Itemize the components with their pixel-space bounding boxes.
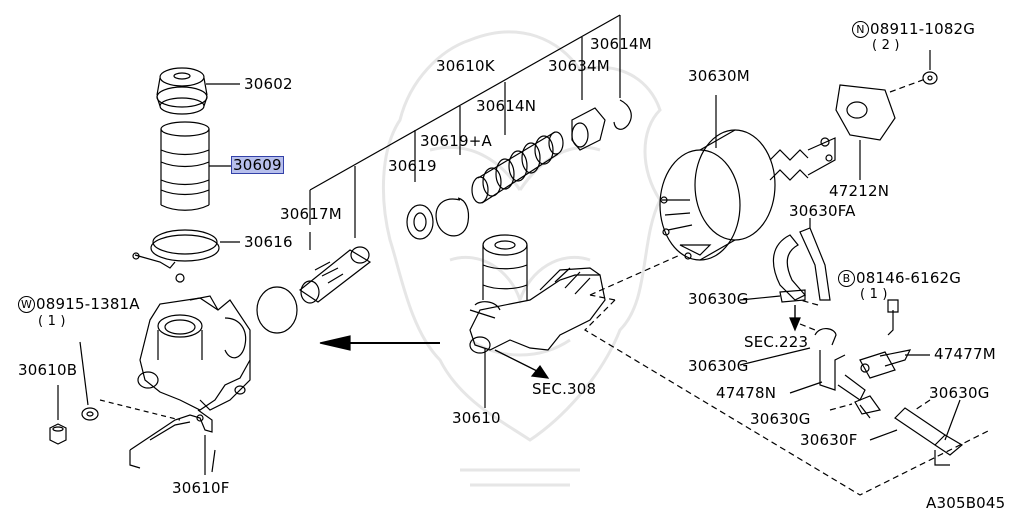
hoses-right: [772, 227, 964, 466]
label-30630G-d: 30630G: [929, 384, 990, 402]
boot-30614N: [471, 131, 564, 204]
label-08146-code: 08146-6162G: [856, 269, 962, 287]
label-30616: 30616: [244, 233, 293, 251]
washer-30619: [406, 204, 434, 240]
label-30630G-c: 30630G: [750, 410, 811, 428]
direction-arrow: [319, 335, 440, 351]
label-30630F: 30630F: [800, 431, 858, 449]
label-47212N: 47212N: [829, 182, 890, 200]
label-08146-qty: ( 1 ): [860, 287, 888, 302]
label-30614M: 30614M: [590, 35, 652, 53]
gasket-47212N: [835, 84, 896, 180]
label-30610F: 30610F: [172, 479, 230, 497]
label-30634M: 30634M: [548, 57, 610, 75]
nut-08911: [922, 50, 938, 85]
b-prefix-icon: B: [838, 270, 855, 287]
label-30630FA: 30630FA: [789, 202, 856, 220]
label-30630M: 30630M: [688, 67, 750, 85]
cup-30634M: [571, 107, 606, 151]
nut-30610B: [49, 341, 99, 445]
label-08911-code: 08911-1082G: [870, 20, 976, 38]
cap-30602: [156, 67, 240, 115]
label-sec308: SEC.308: [532, 380, 597, 398]
leader-lines: [211, 218, 961, 473]
cylinder-30610: [469, 234, 606, 408]
reservoir-30609: [160, 121, 232, 211]
snapring-30619A: [435, 197, 470, 237]
drawing-lines: [49, 14, 991, 496]
diagram-id: A305B045: [926, 494, 1006, 510]
label-30602: 30602: [244, 75, 293, 93]
label-47477M: 47477M: [934, 345, 996, 363]
leader-fan: [309, 14, 621, 250]
label-30617M: 30617M: [280, 205, 342, 223]
label-08911-qty: ( 2 ): [872, 38, 900, 53]
w-prefix-icon: W: [18, 296, 35, 313]
label-30610B: 30610B: [18, 361, 78, 379]
label-08915-code: 08915-1381A: [36, 295, 140, 313]
piston-30617M: [256, 246, 372, 334]
label-30619: 30619: [388, 157, 437, 175]
n-prefix-icon: N: [852, 21, 869, 38]
label-30610: 30610: [452, 409, 501, 427]
bracket-30610F: [99, 399, 213, 475]
watermark-emblem: [381, 30, 662, 487]
label-30614N: 30614N: [476, 97, 537, 115]
cylinder-body-left: [137, 295, 251, 411]
label-30630G-a: 30630G: [688, 290, 749, 308]
label-30630G-b: 30630G: [688, 357, 749, 375]
label-08915-qty: ( 1 ): [38, 314, 66, 329]
label-30610K: 30610K: [436, 57, 495, 75]
clamp-30616: [132, 229, 240, 283]
dashed-boundary: [584, 77, 991, 496]
label-30619A: 30619+A: [420, 132, 492, 150]
label-30609[interactable]: 30609: [231, 156, 284, 174]
label-47478N: 47478N: [716, 384, 777, 402]
label-sec223: SEC.223: [744, 333, 809, 351]
clip-30614M: [613, 99, 632, 130]
booster-30630M: [659, 95, 836, 261]
